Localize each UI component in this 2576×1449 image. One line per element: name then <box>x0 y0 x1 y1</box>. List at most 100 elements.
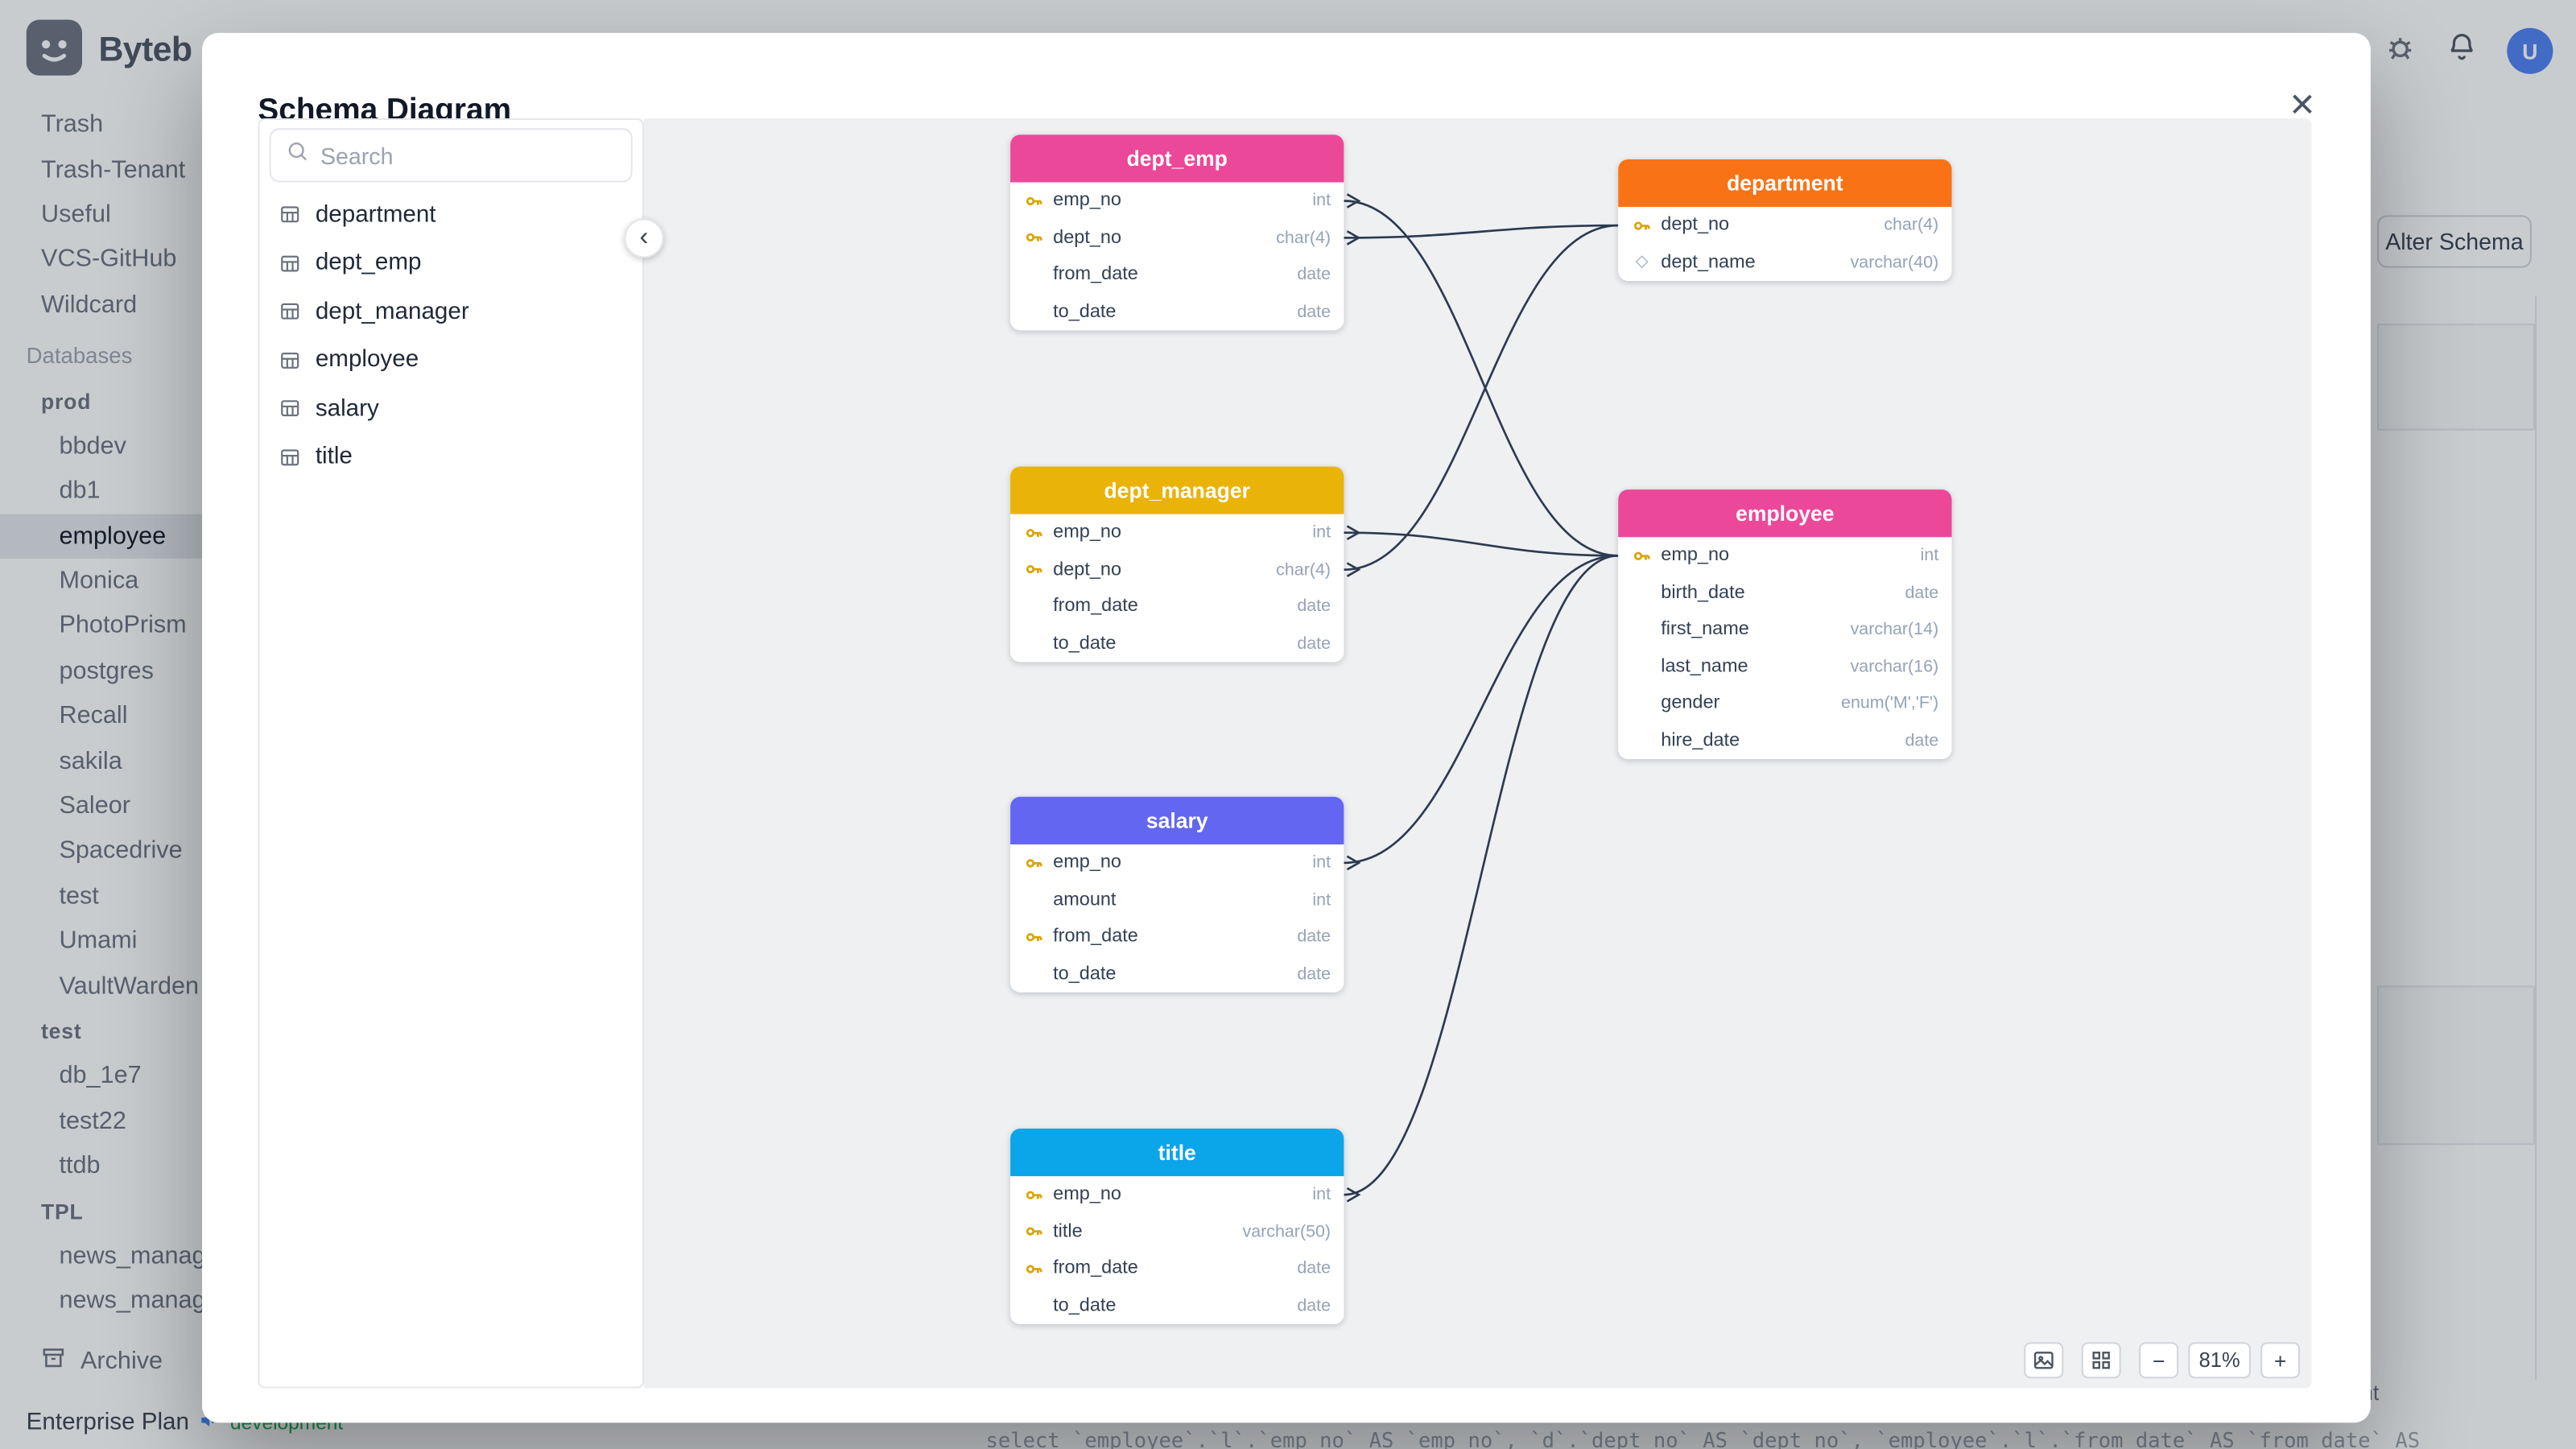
sidebar-item-vcs-github[interactable]: VCS-GitHub <box>41 245 177 274</box>
column-type: int <box>1312 522 1331 543</box>
bug-icon[interactable] <box>2384 31 2417 72</box>
zoom-out-button[interactable]: − <box>2139 1342 2179 1379</box>
sidebar-db-Umami[interactable]: Umami <box>59 927 138 956</box>
zoom-group: − 81% + <box>2139 1342 2301 1379</box>
close-icon[interactable]: × <box>2289 78 2315 129</box>
sidebar-db-ttdb[interactable]: ttdb <box>59 1151 101 1180</box>
archive-icon <box>41 1344 66 1376</box>
sidebar-item-wildcard[interactable]: Wildcard <box>41 290 138 319</box>
column-type: int <box>1312 852 1331 873</box>
bell-icon[interactable] <box>2446 31 2478 71</box>
key-icon <box>1023 192 1045 209</box>
canvas-controls: − 81% + <box>2024 1342 2301 1379</box>
column-name: emp_no <box>1661 546 1730 566</box>
table-icon <box>279 398 301 419</box>
column-type: enum('M','F') <box>1841 693 1939 714</box>
key-icon <box>1023 1186 1045 1203</box>
key-icon <box>1023 560 1045 578</box>
chevron-left-icon: ‹ <box>639 223 649 252</box>
sidebar-db-VaultWarden[interactable]: VaultWarden <box>59 972 200 1001</box>
table-list-label: employee <box>315 347 419 374</box>
sidebar-db-Monica[interactable]: Monica <box>59 567 139 595</box>
search-input[interactable] <box>320 142 617 169</box>
alter-schema-button[interactable]: Alter Schema <box>2377 215 2532 268</box>
table-list-item-dept_manager[interactable]: dept_manager <box>259 287 642 336</box>
key-icon <box>1023 1260 1045 1278</box>
sidebar-item-trash-tenant[interactable]: Trash-Tenant <box>41 155 186 184</box>
table-list-item-title[interactable]: title <box>259 433 642 481</box>
relation-arrow-icon <box>1346 1187 1361 1203</box>
table-icon <box>279 253 301 275</box>
sidebar-db-PhotoPrism[interactable]: PhotoPrism <box>59 612 187 640</box>
column-name: to_date <box>1053 964 1117 984</box>
sidebar-db-news_manage[interactable]: news_manage <box>59 1241 220 1270</box>
bytebase-logo <box>26 19 83 83</box>
sidebar-db-news_manage[interactable]: news_manage <box>59 1286 220 1315</box>
table-list-label: title <box>315 444 353 471</box>
column-type: char(4) <box>1276 559 1331 580</box>
user-avatar[interactable]: U <box>2507 27 2553 74</box>
sidebar-db-db1[interactable]: db1 <box>59 477 101 506</box>
sql-preview-text: select `employee`.`l`.`emp_no` AS `emp_n… <box>985 1427 2421 1449</box>
relation-arrow-icon <box>1346 230 1361 246</box>
sidebar-db-test22[interactable]: test22 <box>59 1107 126 1135</box>
column-name: amount <box>1053 890 1117 910</box>
sidebar-item-archive[interactable]: Archive <box>0 1335 345 1385</box>
column-name: emp_no <box>1053 1184 1121 1205</box>
column-name: gender <box>1661 693 1720 714</box>
sidebar-db-Saleor[interactable]: Saleor <box>59 791 130 820</box>
column-name: emp_no <box>1053 852 1121 873</box>
relation-arrow-icon <box>1346 855 1361 871</box>
sidebar-item-trash[interactable]: Trash <box>41 110 104 138</box>
column-type: date <box>1297 265 1331 285</box>
export-image-button[interactable] <box>2024 1342 2064 1379</box>
column-type: varchar(16) <box>1850 656 1939 677</box>
table-list-item-employee[interactable]: employee <box>259 336 642 384</box>
table-column-row: emp_no int <box>1010 844 1344 881</box>
table-list-item-salary[interactable]: salary <box>259 385 642 433</box>
sidebar-item-useful[interactable]: Useful <box>41 200 111 229</box>
sidebar-db-postgres[interactable]: postgres <box>59 657 154 685</box>
table-list-item-dept_emp[interactable]: dept_emp <box>259 239 642 287</box>
column-name: first_name <box>1661 619 1749 640</box>
relation-edge <box>1344 200 1619 557</box>
topbar-actions: U <box>2384 0 2553 102</box>
sidebar-db-Spacedrive[interactable]: Spacedrive <box>59 836 183 865</box>
background-card <box>2377 985 2535 1146</box>
sidebar-db-sakila[interactable]: sakila <box>59 746 122 775</box>
key-icon <box>1023 854 1045 872</box>
zoom-in-button[interactable]: + <box>2260 1342 2301 1379</box>
diamond-icon: ◇ <box>1635 252 1649 271</box>
relation-edge <box>1344 224 1619 571</box>
sidebar-section-databases: Databases <box>26 343 133 369</box>
collapse-panel-button[interactable]: ‹ <box>624 218 664 258</box>
sidebar-db-Recall[interactable]: Recall <box>59 701 128 730</box>
fit-view-button[interactable] <box>2081 1342 2121 1379</box>
column-name: from_date <box>1053 927 1138 947</box>
table-list-item-department[interactable]: department <box>259 191 642 239</box>
sidebar-group-prod: prod <box>41 388 92 414</box>
column-type: date <box>1905 582 1939 603</box>
sidebar-db-db_1e7[interactable]: db_1e7 <box>59 1062 142 1090</box>
column-name: to_date <box>1053 1295 1117 1316</box>
column-type: int <box>1312 1184 1331 1205</box>
sidebar-db-bbdev[interactable]: bbdev <box>59 431 126 460</box>
sidebar-db-test[interactable]: test <box>59 881 99 910</box>
column-type: varchar(40) <box>1850 252 1939 273</box>
